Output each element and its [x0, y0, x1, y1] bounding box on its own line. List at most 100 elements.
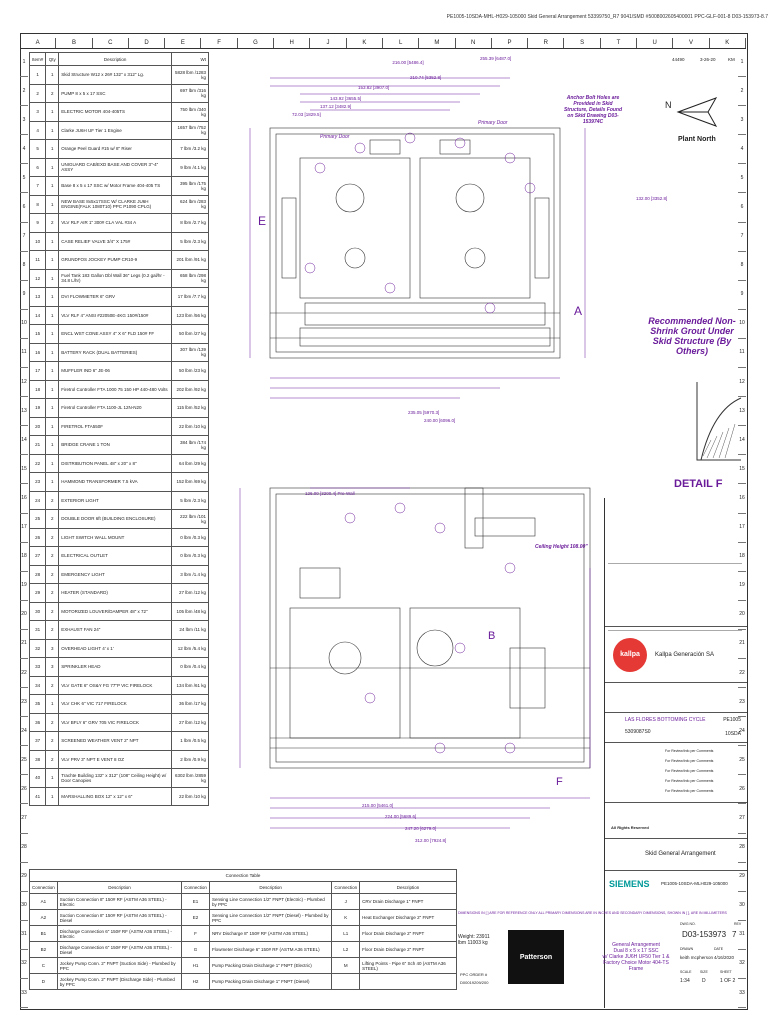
row-marker: 4 [20, 135, 28, 165]
conn-header-1: Connection [29, 881, 58, 894]
bom-description: VLV BFLY 6" GRV 705 VIC FIRELOCK [58, 712, 172, 732]
column-marker: K [710, 38, 746, 48]
row-marker: 17 [20, 514, 28, 543]
row-marker: 32 [738, 950, 746, 979]
bom-item-number: 7 [28, 176, 47, 196]
bom-item-number: 34 [28, 675, 47, 695]
client-company: Kallpa Generación SA [655, 651, 715, 658]
bom-description: LIGHT SWITCH WALL MOUNT [58, 527, 172, 547]
bom-qty: 2 [45, 564, 60, 584]
bom-weight: 5 lbm /2.3 kg [171, 490, 209, 510]
project-name: LAS FLORES BOTTOMING CYCLE [625, 717, 706, 723]
row-marker: 27 [738, 804, 746, 834]
client-logo-box: kallpa Kallpa Generación SA [605, 626, 747, 682]
bom-description: MOTORIZED LOUVER/DAMPER 48" x 72" [58, 601, 172, 621]
bom-weight: 201 lbm /91 kg [171, 250, 209, 270]
row-marker: 14 [20, 426, 28, 456]
bom-qty: 2 [45, 749, 60, 769]
bom-item-number: 19 [28, 398, 47, 418]
row-marker: 2 [738, 77, 746, 107]
row-marker: 22 [20, 659, 28, 689]
bom-weight: 115 lbm /52 kg [171, 398, 209, 418]
bom-description: DVI FLOWMETER 6" GRV [58, 287, 172, 307]
dim-bot-2: 235.05 [5970.3] [408, 410, 440, 415]
row-marker: 33 [20, 979, 28, 1009]
bom-qty: 1 [45, 65, 60, 85]
bom-weight: 697 lbm /316 kg [171, 83, 209, 103]
bom-item-number: 38 [28, 749, 47, 769]
row-marker: 21 [738, 630, 746, 659]
row-marker: 16 [20, 484, 28, 514]
row-marker: 9 [738, 281, 746, 310]
dim-bot-1: 240.00 [6096.0] [424, 418, 456, 423]
dim-bot-3: 312.00 [7924.8] [415, 838, 447, 843]
row-marker: 26 [20, 775, 28, 805]
bom-qty: 1 [45, 194, 60, 214]
bom-item-number: 31 [28, 620, 47, 640]
column-marker: D [129, 38, 166, 48]
bom-qty: 2 [45, 620, 60, 640]
row-marker: 27 [20, 804, 28, 834]
dim-top-4: 153.82 [3907.0] [358, 85, 390, 90]
bom-description: EMERGENCY LIGHT [58, 564, 172, 584]
bom-description: EXTERIOR LIGHT [58, 490, 172, 510]
row-marker: 13 [738, 397, 746, 427]
bom-item-number: 20 [28, 416, 47, 436]
bom-description: Firetrol Controller FTA 1100-JL 12N-N20 [58, 398, 172, 418]
bom-item-number: 29 [28, 583, 47, 603]
row-marker: 12 [738, 368, 746, 398]
connection-description: Heat Exchanger Discharge 2" FNPT [359, 909, 457, 926]
grout-note: Recommended Non-Shrink Grout Under Skid … [648, 316, 736, 356]
bom-qty: 1 [45, 472, 60, 492]
stamp-box: All Rights Reserved [605, 802, 747, 839]
row-marker: 6 [738, 193, 746, 223]
column-marker: K [347, 38, 383, 48]
dwg-no-label: DWG NO. [680, 922, 696, 926]
rev-grid-number: 44490 [672, 57, 685, 62]
bom-weight: 50 lbm /27 kg [171, 324, 209, 344]
bom-qty: 1 [45, 768, 60, 788]
bom-qty: 1 [45, 694, 60, 714]
bom-qty: 2 [45, 527, 60, 547]
connection-id: L1 [331, 925, 361, 942]
bom-description: DOUBLE DOOR 6ft (BUILDING ENCLOSURE) [58, 509, 172, 529]
bom-weight: 105 lbm /48 kg [171, 601, 209, 621]
row-marker: 31 [20, 921, 28, 950]
bom-weight: 123 lbm /56 kg [171, 305, 209, 325]
dim-top-1: 216.00 [5486.4] [392, 60, 424, 65]
connection-description: Suction Connection 8" 150# RF (ASTM A36 … [56, 909, 183, 926]
bom-description: FIRETROL FTA550F [58, 416, 172, 436]
anchor-bolt-note: Anchor Bolt Holes are Provided in Skid S… [563, 95, 623, 125]
bom-item-number: 24 [28, 490, 47, 510]
bom-item-number: 40 [28, 768, 47, 788]
bom-item-number: 37 [28, 731, 47, 751]
bom-item-number: 13 [28, 287, 47, 307]
column-marker: G [238, 38, 275, 48]
bom-weight: 27 lbm /12 kg [171, 712, 209, 732]
bom-item-number: 9 [28, 213, 47, 233]
bom-qty: 1 [45, 176, 60, 196]
row-marker: 30 [738, 892, 746, 921]
row-marker: 17 [738, 514, 746, 543]
bom-item-number: 2 [28, 83, 47, 103]
connection-id: B1 [29, 925, 58, 942]
skid-drawing-views [239, 77, 591, 829]
bom-item-number: 41 [28, 786, 47, 806]
bom-header-item: Item# [28, 52, 47, 66]
bom-description: GRUNDFOS JOCKEY PUMP CR10-9 [58, 250, 172, 270]
bom-description: BRIDGE CRANE 1 TON [58, 435, 172, 455]
conn-header-2: Description [56, 881, 183, 894]
